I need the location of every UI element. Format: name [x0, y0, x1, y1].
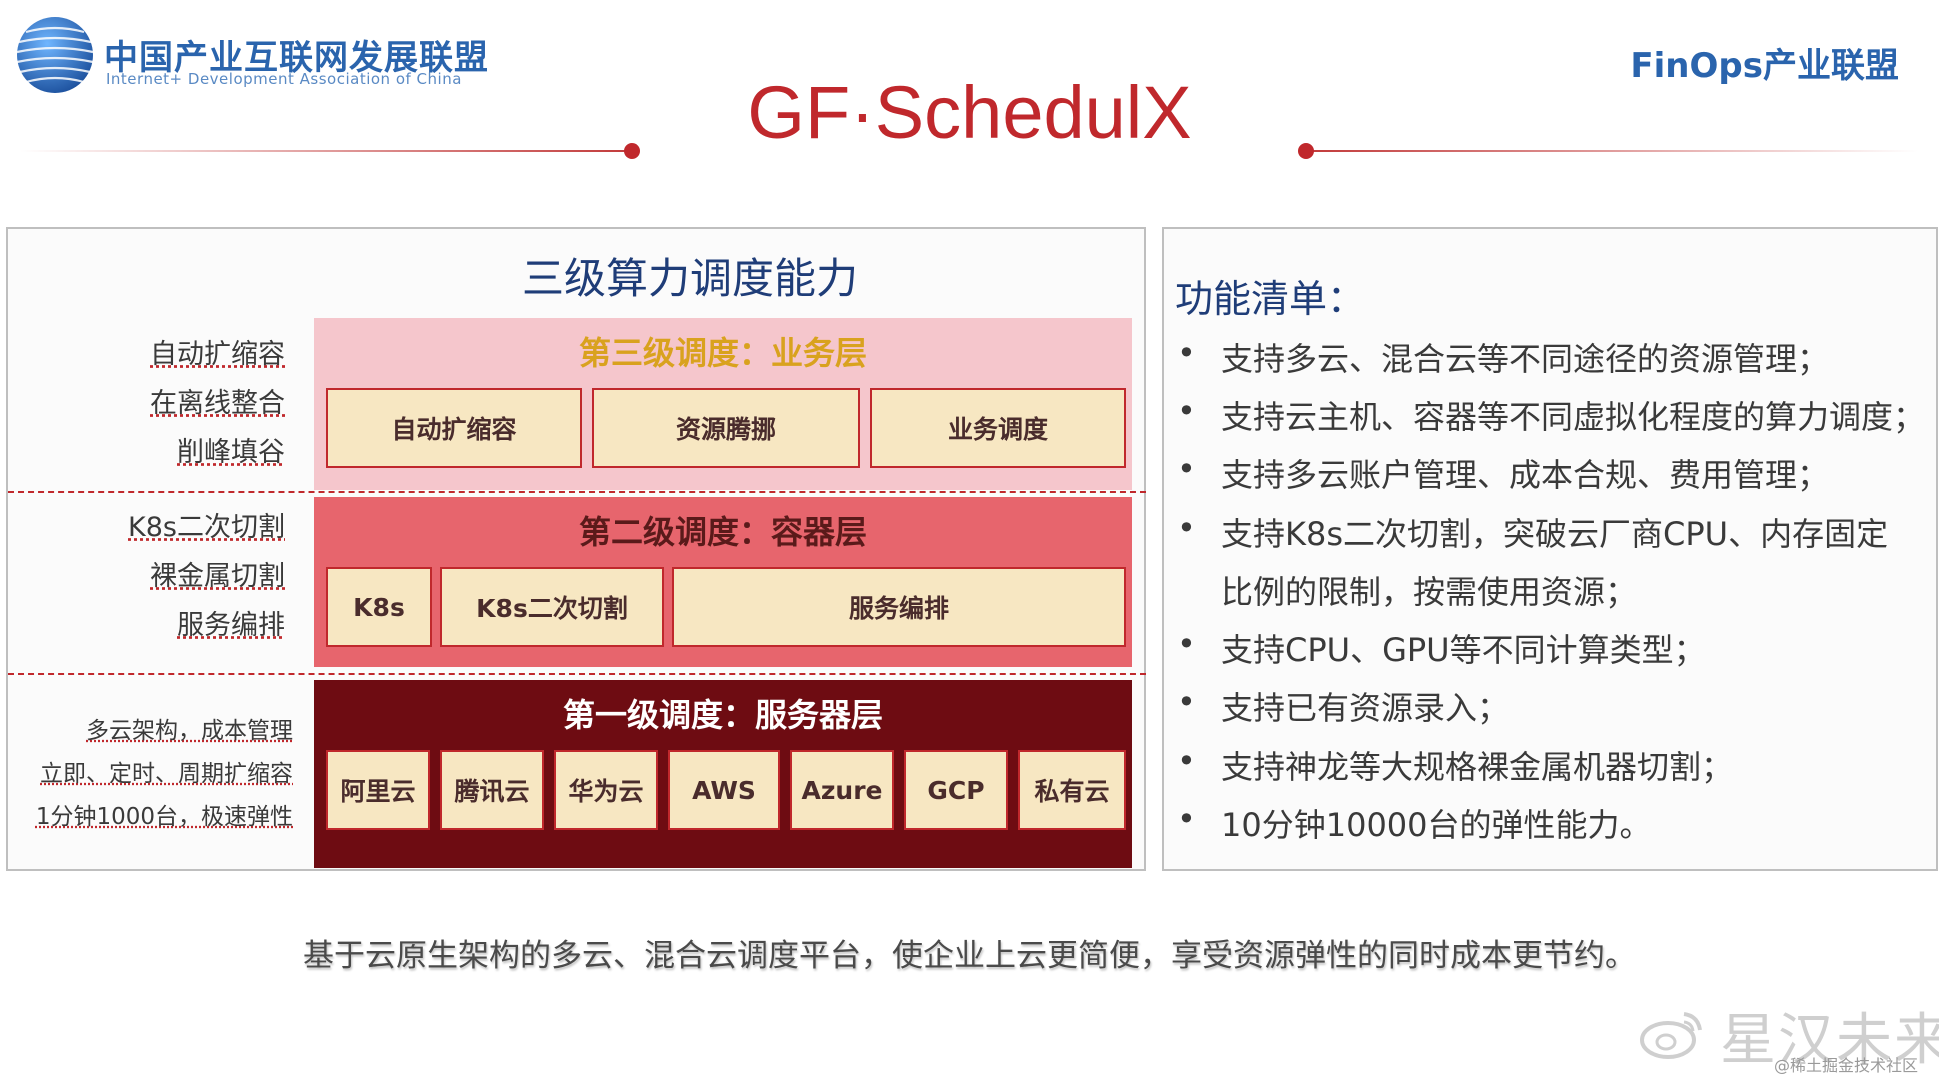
feature-item: 自动扩缩容 [150, 339, 285, 370]
tier2-feature-list: K8s二次切割 裸金属切割 服务编排 [128, 503, 285, 650]
bullet: • [1177, 625, 1196, 663]
title-dot-left [624, 143, 640, 159]
tier3-feature-list: 自动扩缩容 在离线整合 削峰填谷 [150, 330, 285, 477]
finops-logo: FinOps产业联盟 [1630, 46, 1899, 86]
org-name-cn: 中国产业互联网发展联盟 [104, 38, 489, 78]
tier1-box-azure: Azure [790, 750, 894, 830]
tier1-box-gcp: GCP [904, 750, 1008, 830]
feature-item: 裸金属切割 [150, 561, 285, 592]
tier2-container-layer: 第二级调度：容器层 K8s K8s二次切割 服务编排 [314, 497, 1132, 667]
bullet: • [1177, 683, 1196, 721]
bullet: • [1177, 800, 1196, 838]
tier1-box-huawei: 华为云 [554, 750, 658, 830]
feature-item: 1分钟1000台，极速弹性 [35, 804, 293, 830]
feature-item: 立即、定时、周期扩缩容 [40, 761, 293, 787]
tier3-box-autoscale: 自动扩缩容 [326, 388, 582, 468]
bullet: • [1177, 742, 1196, 780]
tier1-box-private-cloud: 私有云 [1018, 750, 1126, 830]
title-rule-right [1306, 150, 1918, 152]
tier2-box-k8s: K8s [326, 567, 432, 647]
org-name-en: Internet+ Development Association of Chi… [106, 70, 462, 88]
weibo-icon [1640, 1012, 1702, 1059]
feature-item: 多云架构，成本管理 [86, 718, 293, 744]
org-logo: 中国产业互联网发展联盟 Internet+ Development Associ… [14, 14, 488, 104]
bullet: • [1177, 334, 1196, 372]
tier-divider-1 [8, 491, 1146, 493]
tier3-box-business-schedule: 业务调度 [870, 388, 1126, 468]
feature-item: 削峰填谷 [177, 437, 285, 468]
page-title: GF·SchedulX [747, 71, 1192, 154]
feature-item: 在离线整合 [150, 388, 285, 419]
title-rule-left [20, 150, 632, 152]
feature-item: 服务编排 [177, 610, 285, 641]
title-dot-right [1298, 143, 1314, 159]
tier1-server-layer: 第一级调度：服务器层 阿里云 腾讯云 华为云 AWS Azure GCP 私有云 [314, 680, 1132, 868]
tier1-box-aws: AWS [668, 750, 780, 830]
watermark-source: @稀土掘金技术社区 [1774, 1056, 1919, 1075]
tier2-box-k8s-split: K8s二次切割 [440, 567, 664, 647]
globe-logo-icon [16, 17, 94, 93]
tier-divider-2 [8, 673, 1146, 675]
tier1-box-tencent: 腾讯云 [440, 750, 544, 830]
feature-list-panel [1162, 227, 1938, 871]
feature-list-title: 功能清单： [1175, 277, 1366, 321]
scheduling-panel-title: 三级算力调度能力 [521, 254, 858, 303]
tier3-title: 第三级调度：业务层 [578, 334, 867, 372]
bullet: • [1177, 450, 1196, 488]
tier1-feature-list: 多云架构，成本管理 立即、定时、周期扩缩容 1分钟1000台，极速弹性 [36, 710, 293, 839]
bullet: • [1177, 509, 1196, 547]
tier3-business-layer: 第三级调度：业务层 自动扩缩容 资源腾挪 业务调度 [314, 318, 1132, 490]
tier1-box-aliyun: 阿里云 [326, 750, 430, 830]
bullet: • [1177, 392, 1196, 430]
tier3-box-resource-move: 资源腾挪 [592, 388, 860, 468]
tier1-title: 第一级调度：服务器层 [562, 696, 883, 734]
tier2-title: 第二级调度：容器层 [578, 513, 867, 551]
tagline: 基于云原生架构的多云、混合云调度平台，使企业上云更简便，享受资源弹性的同时成本更… [303, 938, 1636, 974]
tier2-box-service-orchestration: 服务编排 [672, 567, 1126, 647]
feature-item: K8s二次切割 [128, 512, 285, 543]
watermark-text: 星汉未来 [1720, 1008, 1939, 1073]
